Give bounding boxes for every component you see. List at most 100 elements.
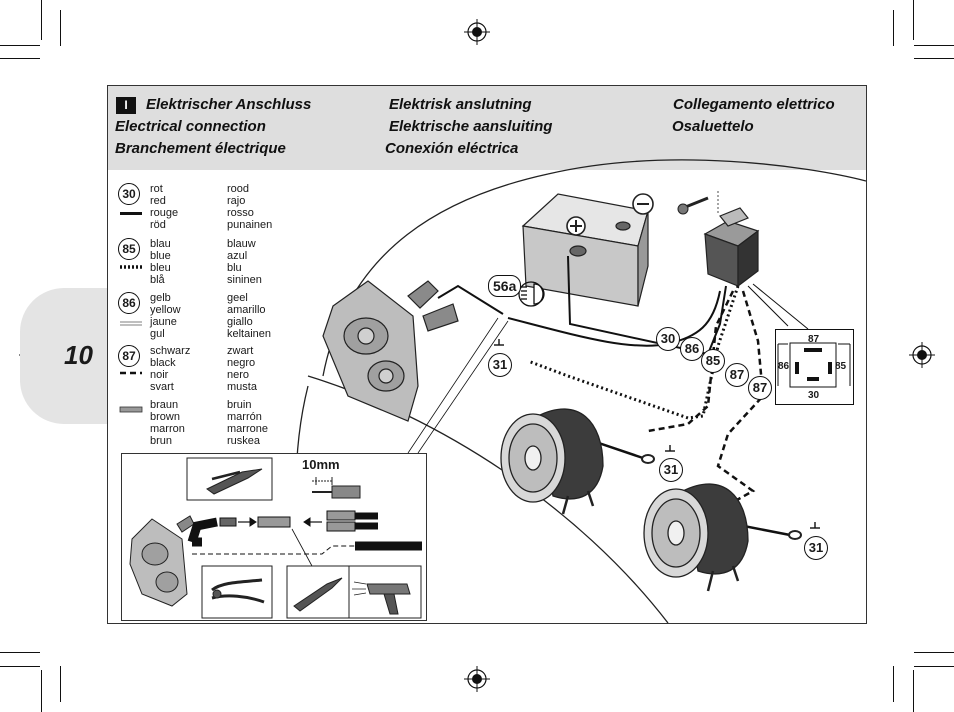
color-name: svart (150, 381, 174, 393)
color-name: keltainen (227, 328, 272, 340)
screw (677, 196, 709, 215)
section-badge: I (116, 97, 136, 114)
fog-lamp-left (500, 408, 655, 515)
wire-label-87: 87 (725, 363, 749, 387)
color-name: musta (227, 381, 257, 393)
color-name: bleu (150, 262, 171, 274)
title-it: Collegamento elettrico (673, 96, 835, 113)
color-name: brun (150, 435, 173, 447)
color-name: amarillo (227, 304, 266, 316)
wire-code-badge: 30 (118, 183, 140, 205)
color-name: gul (150, 328, 165, 340)
color-name: geel (227, 292, 248, 304)
ground-label-31: 31 (804, 536, 828, 560)
crop-mark (60, 666, 61, 702)
color-name: blå (150, 274, 165, 286)
color-name: braun (150, 399, 179, 411)
pin-label-85: 85 (835, 361, 847, 372)
title-fr: Branchement électrique (115, 140, 286, 157)
color-name: brown (150, 411, 180, 423)
wire-code-badge: 86 (118, 292, 140, 314)
wire-label-86: 86 (680, 337, 704, 361)
crop-mark (0, 58, 40, 59)
relay-pinout: 87 86 85 30 (775, 329, 854, 405)
crop-mark (41, 0, 42, 40)
crop-mark (914, 45, 954, 46)
wire-label-85: 85 (701, 349, 725, 373)
color-name: red (150, 195, 166, 207)
title-de: Elektrischer Anschluss (146, 96, 312, 113)
title-header: I Elektrischer Anschluss Elektrisk anslu… (108, 86, 866, 170)
crop-mark (914, 666, 954, 667)
inset-drawing (129, 457, 422, 619)
color-name: yellow (150, 304, 181, 316)
pin-label-86: 86 (778, 361, 790, 372)
color-name: jaune (150, 316, 177, 328)
crop-mark (41, 670, 42, 712)
wire-stripper-icon (211, 578, 265, 604)
pin-label-87: 87 (808, 334, 820, 345)
crimp-tool-icon (293, 577, 343, 612)
color-name: punainen (227, 219, 273, 231)
crop-mark (0, 666, 40, 667)
pin-label-30: 30 (808, 390, 820, 401)
vehicle-headlight (322, 280, 459, 422)
wire-strip-diagram (312, 477, 361, 499)
color-name: blauw (227, 238, 256, 250)
color-name: giallo (227, 316, 253, 328)
color-name: blue (150, 250, 171, 262)
color-name: bruin (227, 399, 252, 411)
inset-headlight (129, 515, 195, 607)
battery (521, 193, 654, 307)
relay (703, 191, 760, 288)
color-name: negro (227, 357, 256, 369)
crop-mark (913, 670, 914, 712)
wire-code-badge: 85 (118, 238, 140, 260)
color-name: blau (150, 238, 171, 250)
color-name: marrone (227, 423, 268, 435)
heat-gun-icon (352, 581, 411, 615)
fog-lamp-right (643, 483, 802, 592)
connector-sequence (187, 510, 422, 567)
relay-socket-drawing (777, 342, 851, 388)
color-name: rosso (227, 207, 254, 219)
title-fi: Osaluettelo (672, 118, 754, 135)
color-name: azul (227, 250, 248, 262)
wire-code-badge: 87 (118, 345, 140, 367)
page-tab (20, 288, 108, 424)
title-es: Conexión eléctrica (385, 140, 519, 157)
crimp-pliers-icon (206, 468, 263, 495)
color-name: marrón (227, 411, 262, 423)
title-nl: Elektrische aansluiting (389, 118, 553, 135)
color-name: black (150, 357, 176, 369)
color-name: ruskea (227, 435, 261, 447)
color-name: gelb (150, 292, 171, 304)
wiring-figure: I Elektrischer Anschluss Elektrisk anslu… (107, 85, 867, 624)
crop-mark (913, 0, 914, 40)
color-name: blu (227, 262, 242, 274)
crop-mark (914, 58, 954, 59)
registration-mark-bottom (464, 666, 490, 692)
ground-symbols (494, 339, 820, 529)
wiring-diagram (119, 159, 866, 623)
color-name: rood (227, 183, 250, 195)
color-name: nero (227, 369, 250, 381)
color-name: marron (150, 423, 185, 435)
color-name: rot (150, 183, 163, 195)
registration-mark-top (464, 19, 490, 45)
crop-mark (893, 10, 894, 46)
legend-swatches (119, 212, 143, 413)
crop-mark (0, 45, 40, 46)
color-name: noir (150, 369, 169, 381)
wire-label-30: 30 (656, 327, 680, 351)
ground-label-31: 31 (488, 353, 512, 377)
color-name: zwart (227, 345, 254, 357)
wire-label-87: 87 (748, 376, 772, 400)
label-56a: 56a (488, 275, 522, 297)
strip-length-label: 10mm (302, 457, 340, 472)
color-name: röd (150, 219, 166, 231)
ground-label-31: 31 (659, 458, 683, 482)
crop-mark (60, 10, 61, 46)
crop-mark (893, 666, 894, 702)
color-name: schwarz (150, 345, 191, 357)
